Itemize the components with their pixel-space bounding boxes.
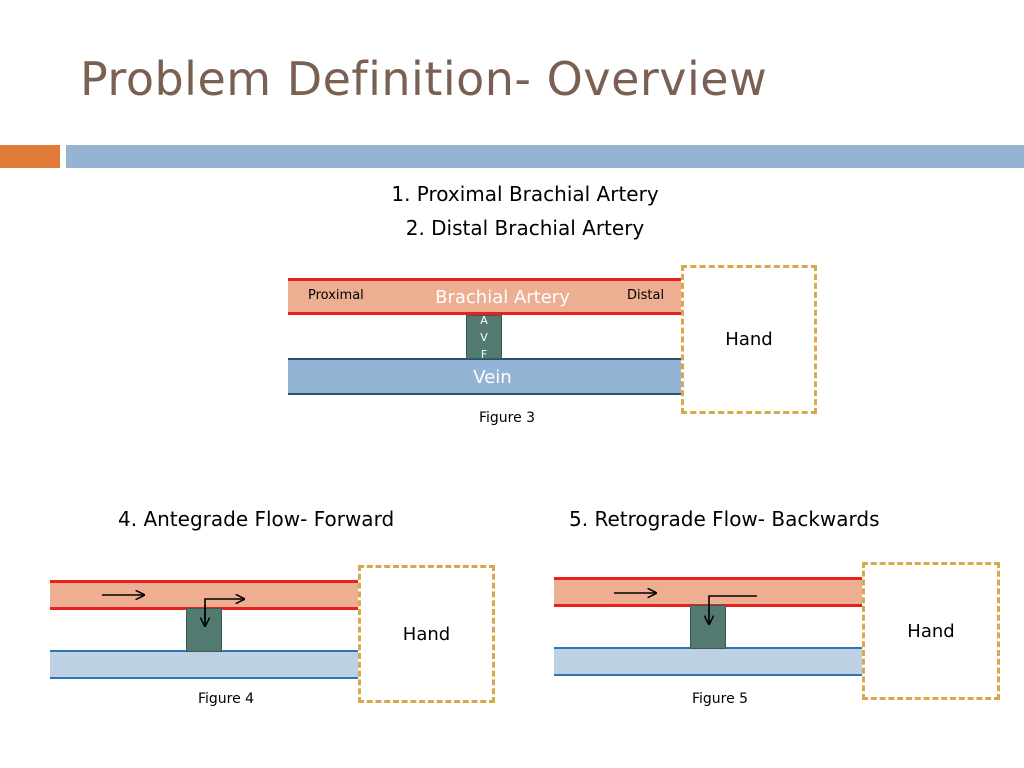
figure4-avf-connector: [186, 608, 222, 652]
figure5-hand-box: Hand: [862, 562, 1000, 700]
figure4-branch-arrow-icon: [204, 599, 244, 624]
figure5-avf-connector: [690, 605, 726, 649]
figure4-hand-box: Hand: [358, 565, 495, 703]
distal-label: Distal: [627, 288, 665, 303]
vein-label: Vein: [473, 367, 512, 388]
figure4-hand-label: Hand: [402, 623, 451, 645]
figure3-hand-box: Hand: [681, 265, 817, 414]
figure3-avf-connector: A V F: [466, 315, 502, 359]
slide-title: Problem Definition- Overview: [80, 52, 768, 106]
brachial-artery-label: Brachial Artery: [435, 287, 570, 308]
avf-letter-v: V: [480, 331, 488, 344]
figure3-hand-label: Hand: [725, 329, 773, 350]
figure5-backward-arrow-icon: [709, 595, 757, 624]
proximal-label: Proximal: [308, 288, 364, 303]
figure4-caption: Figure 4: [197, 691, 255, 707]
figure5-hand-label: Hand: [907, 620, 955, 642]
figure5-caption: Figure 5: [691, 691, 749, 707]
figure4-heading: 4. Antegrade Flow- Forward: [118, 507, 395, 531]
figure3-line-1: 1. Proximal Brachial Artery: [391, 182, 659, 206]
figure3-vein: [288, 358, 683, 395]
avf-letter-f: F: [480, 348, 488, 359]
accent-bar-blue: [66, 145, 1024, 168]
figure3-caption: Figure 3: [478, 410, 536, 426]
figure3-brachial-artery: [288, 278, 683, 315]
accent-bar-orange: [0, 145, 60, 168]
figure3-line-2: 2. Distal Brachial Artery: [405, 216, 645, 240]
avf-letter-a: A: [480, 315, 488, 327]
figure5-heading: 5. Retrograde Flow- Backwards: [569, 507, 880, 531]
